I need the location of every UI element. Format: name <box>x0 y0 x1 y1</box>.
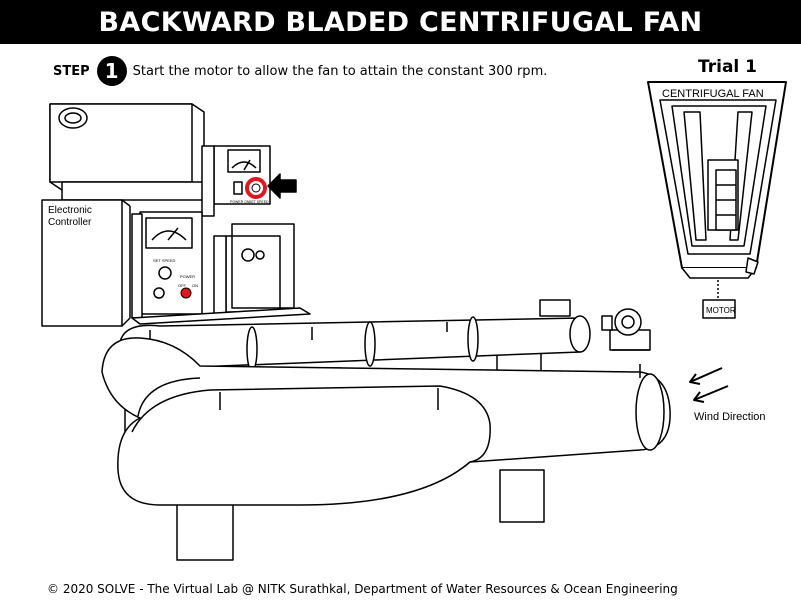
set-speed-knob[interactable] <box>247 179 265 197</box>
set-speed-label: SET SPEED <box>153 258 175 263</box>
on-label: ON <box>192 283 198 288</box>
power-label: POWER <box>180 274 195 279</box>
off-label: OFF <box>178 283 187 288</box>
lower-pipe <box>102 338 670 505</box>
controller-label-line2: Controller <box>48 217 92 228</box>
centrifugal-fan-inset <box>648 82 786 318</box>
set-speed-small-label: SET SPEED <box>249 200 269 204</box>
motor-assembly <box>602 309 650 350</box>
power-button[interactable] <box>181 288 191 298</box>
pointer-arrow-icon <box>268 174 296 198</box>
wind-direction-label: Wind Direction <box>694 411 766 423</box>
fan-inset-title: CENTRIFUGAL FAN <box>662 88 764 100</box>
motor-label: MOTOR <box>706 306 736 315</box>
controller-label-line1: Electronic <box>48 205 92 216</box>
wind-direction-arrows <box>690 368 728 402</box>
footer-copyright: © 2020 SOLVE - The Virtual Lab @ NITK Su… <box>47 582 678 596</box>
power-on-label: POWER ON <box>230 200 250 204</box>
